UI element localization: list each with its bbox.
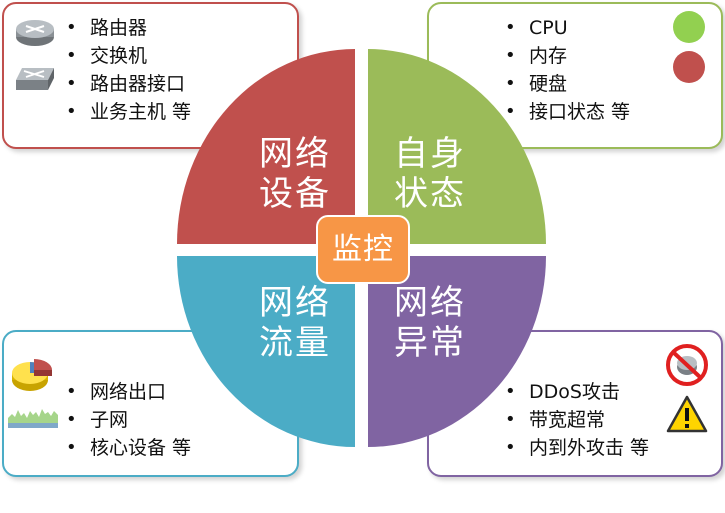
traffic-graph-icon [8, 409, 58, 428]
list-item: DDoS攻击 [505, 378, 649, 406]
router-icon [16, 20, 54, 46]
list-item: 核心设备 等 [66, 434, 191, 462]
label-self-status: 自身状态 [394, 134, 466, 214]
list-item: 业务主机 等 [66, 98, 191, 126]
center-monitoring-label: 监控 [316, 215, 410, 284]
label-network-traffic: 网络流量 [259, 283, 331, 363]
label-network-anomaly: 网络异常 [394, 283, 466, 363]
green-status-icon [673, 11, 705, 43]
warning-icon [666, 395, 708, 433]
quadrant-network-devices [177, 49, 355, 244]
list-item: 内到外攻击 等 [505, 434, 649, 462]
list-item: 硬盘 [505, 70, 630, 98]
network-devices-list: 路由器 交换机 路由器接口 业务主机 等 [66, 14, 191, 126]
list-item: 路由器 [66, 14, 191, 42]
pie-chart-icon [12, 359, 52, 391]
list-item: 带宽超常 [505, 406, 649, 434]
list-item: 内存 [505, 42, 630, 70]
quadrant-self-status [368, 49, 546, 244]
list-item: 交换机 [66, 42, 191, 70]
quadrant-network-traffic [177, 256, 355, 447]
label-network-devices: 网络设备 [259, 134, 331, 214]
red-status-icon [673, 51, 705, 83]
list-item: 接口状态 等 [505, 98, 630, 126]
switch-icon [16, 68, 54, 90]
list-item: CPU [505, 14, 630, 42]
no-entry-icon [666, 344, 708, 386]
network-traffic-list: 网络出口 子网 核心设备 等 [66, 378, 191, 462]
self-status-list: CPU 内存 硬盘 接口状态 等 [505, 14, 630, 126]
network-anomaly-list: DDoS攻击 带宽超常 内到外攻击 等 [505, 378, 649, 462]
list-item: 网络出口 [66, 378, 191, 406]
list-item: 子网 [66, 406, 191, 434]
quadrant-network-anomaly [368, 256, 546, 447]
list-item: 路由器接口 [66, 70, 191, 98]
